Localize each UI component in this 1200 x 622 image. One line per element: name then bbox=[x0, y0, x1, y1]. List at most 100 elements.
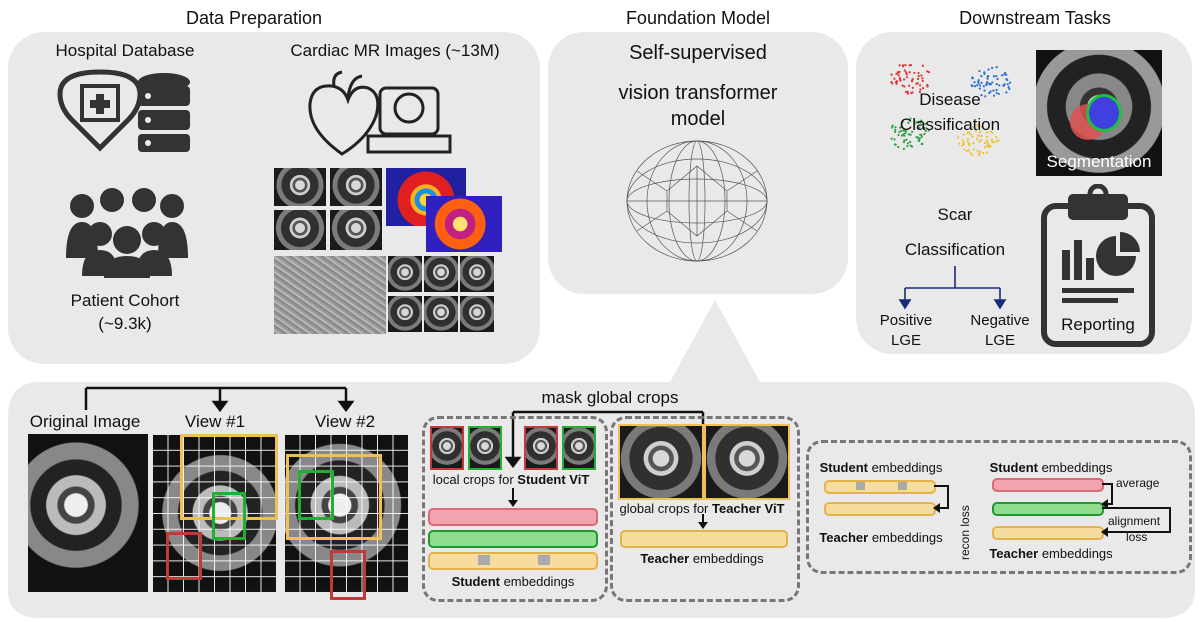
scatter-dot bbox=[920, 74, 923, 77]
mesh-sphere-icon bbox=[626, 140, 768, 262]
scatter-dot bbox=[1003, 73, 1006, 76]
foundation-model-panel bbox=[548, 32, 848, 294]
scatter-dot bbox=[901, 64, 905, 67]
hospital-database-icon bbox=[57, 69, 190, 152]
teacher-embeddings-caption: Teacher embeddings bbox=[616, 551, 788, 566]
disease-label-2: Classification bbox=[899, 115, 1001, 134]
scatter-dot bbox=[906, 142, 910, 145]
scatter-dot bbox=[917, 120, 920, 123]
scatter-dot bbox=[918, 137, 921, 140]
negative-lge-label-2: LGE bbox=[984, 332, 1015, 349]
student-bold: Student bbox=[451, 574, 500, 589]
cluster-scatter-icon bbox=[890, 63, 1012, 156]
local-crops-bold: Student ViT bbox=[517, 472, 590, 487]
downstream-tasks-title: Downstream Tasks bbox=[959, 8, 1111, 28]
recon-bar-teacher bbox=[824, 502, 936, 516]
scatter-dot bbox=[897, 145, 900, 149]
foundation-model-title: Foundation Model bbox=[625, 8, 771, 28]
scatter-dot bbox=[905, 138, 908, 141]
scatter-dot bbox=[997, 139, 1000, 142]
teacher-bold: Teacher bbox=[640, 551, 690, 566]
scatter-dot bbox=[977, 79, 980, 82]
scatter-dot bbox=[916, 77, 920, 81]
scatter-dot bbox=[975, 137, 979, 140]
scatter-dot bbox=[904, 64, 907, 67]
scatter-dot bbox=[991, 131, 994, 134]
scatter-dot bbox=[978, 87, 981, 90]
scatter-dot bbox=[995, 74, 998, 78]
scatter-dot bbox=[995, 82, 998, 86]
scatter-dot bbox=[917, 139, 920, 142]
cardiac-mr-label: Cardiac MR Images (~13M) bbox=[290, 41, 500, 60]
embeddings-text: embeddings bbox=[1038, 546, 1113, 561]
scatter-dot bbox=[983, 141, 986, 145]
scatter-dot bbox=[907, 133, 910, 136]
scatter-dot bbox=[978, 152, 981, 155]
patient-cohort-label: Patient Cohort bbox=[70, 291, 180, 310]
scatter-dot bbox=[976, 123, 979, 127]
scatter-dot bbox=[1008, 81, 1012, 84]
loss-teacher-caption-1: Teacher embeddings bbox=[806, 530, 956, 545]
scatter-dot bbox=[911, 86, 914, 89]
align-bar-yellow bbox=[992, 526, 1104, 540]
scatter-dot bbox=[992, 141, 995, 144]
scatter-dot bbox=[971, 154, 974, 156]
scatter-dot bbox=[972, 148, 975, 151]
scatter-dot bbox=[992, 75, 996, 78]
data-preparation-title: Data Preparation bbox=[185, 8, 323, 28]
scatter-dot bbox=[890, 80, 893, 84]
scatter-dot bbox=[970, 84, 973, 87]
scatter-dot bbox=[921, 86, 925, 90]
patient-cohort-icon bbox=[66, 188, 188, 278]
scatter-dot bbox=[991, 81, 994, 84]
scatter-dot bbox=[966, 137, 970, 141]
scatter-dot bbox=[909, 140, 912, 143]
scatter-dot bbox=[1007, 86, 1010, 89]
scatter-dot bbox=[967, 149, 970, 152]
scatter-dot bbox=[957, 136, 960, 139]
scatter-dot bbox=[1001, 74, 1004, 77]
scatter-dot bbox=[893, 138, 896, 141]
scatter-dot bbox=[995, 140, 998, 143]
scatter-dot bbox=[995, 66, 998, 69]
global-crops-caption: global crops for Teacher ViT bbox=[610, 501, 794, 516]
scatter-dot bbox=[920, 142, 923, 146]
scatter-dot bbox=[893, 77, 896, 80]
hospital-database-label: Hospital Database bbox=[55, 41, 195, 60]
average-arrow bbox=[1101, 483, 1113, 509]
loss-student-caption-1: Student embeddings bbox=[806, 460, 956, 475]
scatter-dot bbox=[1003, 83, 1006, 86]
scatter-dot bbox=[902, 140, 906, 144]
scatter-dot bbox=[926, 70, 929, 73]
scatter-dot bbox=[918, 90, 922, 94]
scatter-dot bbox=[891, 124, 894, 127]
scatter-dot bbox=[972, 142, 975, 145]
scatter-dot bbox=[910, 130, 914, 133]
scatter-dot bbox=[890, 126, 894, 129]
scatter-dot bbox=[918, 126, 921, 130]
positive-lge-label-1: Positive bbox=[879, 312, 933, 329]
scatter-dot bbox=[968, 144, 971, 147]
local-crop-green bbox=[562, 426, 596, 470]
scatter-dot bbox=[898, 130, 901, 134]
scatter-dot bbox=[908, 71, 911, 74]
local-crop-box-red bbox=[166, 532, 202, 580]
local-crop-box-green bbox=[212, 492, 246, 540]
scatter-dot bbox=[903, 69, 906, 72]
scatter-dot bbox=[906, 90, 909, 93]
scatter-dot bbox=[906, 92, 909, 95]
scatter-dot bbox=[996, 77, 999, 81]
scatter-dot bbox=[894, 126, 897, 129]
scatter-dot bbox=[905, 76, 909, 79]
scatter-dot bbox=[979, 150, 982, 154]
masked-token bbox=[856, 482, 865, 490]
scatter-dot bbox=[998, 84, 1001, 87]
scatter-dot bbox=[902, 133, 905, 136]
recon-bar-student bbox=[824, 480, 936, 494]
mri-color-map bbox=[426, 196, 502, 252]
scatter-dot bbox=[904, 90, 908, 93]
loss-box bbox=[806, 440, 1192, 574]
mri-thumbnail bbox=[388, 296, 422, 332]
scatter-dot bbox=[968, 131, 971, 134]
scatter-dot bbox=[1008, 87, 1011, 91]
